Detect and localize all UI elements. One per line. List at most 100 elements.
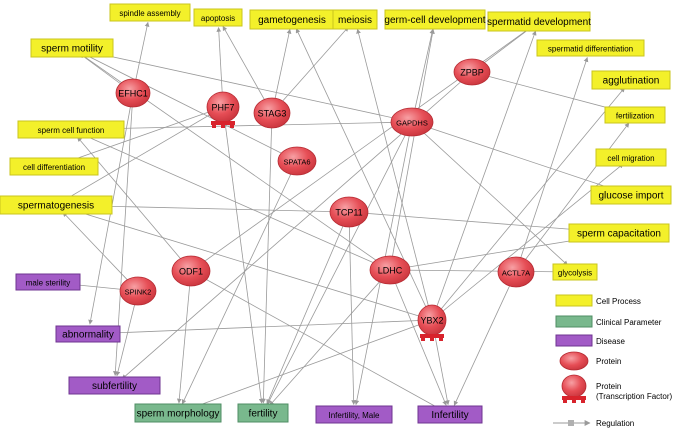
legend-label: Cell Process <box>596 297 641 306</box>
node-spata6[interactable]: SPATA6 <box>277 146 317 176</box>
node-agglutination[interactable]: agglutination <box>591 70 671 90</box>
node-label: SPATA6 <box>283 158 310 167</box>
node-ybx2[interactable]: YBX2 <box>417 304 447 341</box>
node-abnormality[interactable]: abnormality <box>55 325 121 343</box>
regulation-edge <box>389 28 435 271</box>
node-label: Infertility <box>431 410 468 421</box>
node-box <box>315 405 393 424</box>
node-label: male sterility <box>26 279 70 288</box>
node-actl7a[interactable]: ACTL7A <box>497 256 535 288</box>
regulation-edge <box>348 211 357 405</box>
regulation-edge <box>79 133 391 271</box>
regulation-edge <box>431 87 625 321</box>
node-tcp11[interactable]: TCP11 <box>329 196 369 228</box>
protein-shape <box>253 97 291 129</box>
tf-foot <box>212 124 216 128</box>
regulation-edge <box>266 211 350 405</box>
node-box <box>568 223 670 243</box>
legend-label: Disease <box>596 337 625 346</box>
node-fertilization[interactable]: fertilization <box>604 106 666 124</box>
node-sperm-cell-fn[interactable]: sperm cell function <box>17 120 125 139</box>
protein-shape <box>171 255 211 287</box>
node-box <box>591 70 671 90</box>
node-box <box>68 376 161 395</box>
node-label: sperm morphology <box>137 409 220 420</box>
regulation-edge <box>431 30 537 321</box>
regulation-edge <box>80 121 413 132</box>
node-spindle[interactable]: spindle assembly <box>109 3 191 22</box>
node-spink2[interactable]: SPINK2 <box>119 276 157 306</box>
node-box <box>487 11 591 32</box>
node-box <box>552 263 598 281</box>
node-meiosis[interactable]: meiosis <box>332 9 378 30</box>
tf-foot <box>572 399 576 403</box>
node-capacitation[interactable]: sperm capacitation <box>568 223 670 243</box>
node-zpbp[interactable]: ZPBP <box>453 58 491 86</box>
node-glycolysis[interactable]: glycolysis <box>552 263 598 281</box>
node-cell-diff[interactable]: cell differentiation <box>9 157 99 176</box>
node-phf7[interactable]: PHF7 <box>206 91 240 128</box>
node-germcell[interactable]: germ-cell development <box>384 9 486 30</box>
node-box <box>30 38 114 58</box>
node-apoptosis[interactable]: apoptosis <box>193 8 243 27</box>
node-label: fertilization <box>616 112 654 121</box>
node-box <box>134 403 222 423</box>
legend-swatch <box>555 294 593 307</box>
protein-shape <box>453 58 491 86</box>
regulation-edge <box>190 270 442 411</box>
tf-base <box>562 396 586 400</box>
node-stag3[interactable]: STAG3 <box>253 97 291 129</box>
tf-foot <box>430 337 434 341</box>
node-ldhc[interactable]: LDHC <box>369 255 411 285</box>
node-motility[interactable]: sperm motility <box>30 38 114 58</box>
node-subfertility[interactable]: subfertility <box>68 376 161 395</box>
node-label: SPINK2 <box>125 288 152 297</box>
legend-label: Regulation <box>596 419 634 428</box>
node-label: STAG3 <box>258 109 287 119</box>
node-gapdhs[interactable]: GAPDHS <box>390 107 434 137</box>
node-spermatid[interactable]: spermatid development <box>487 11 591 32</box>
node-gametogenesis[interactable]: gametogenesis <box>249 9 335 30</box>
tf-foot <box>421 337 425 341</box>
node-morphology[interactable]: sperm morphology <box>134 403 222 423</box>
regulation-edge <box>81 48 413 123</box>
regulation-edge <box>269 269 391 406</box>
node-male-sterility[interactable]: male sterility <box>15 273 81 291</box>
protein-shape <box>561 374 587 398</box>
legend-swatch <box>555 334 593 347</box>
node-fertility[interactable]: fertility <box>237 403 289 423</box>
regulation-edge <box>62 106 224 165</box>
node-label: GAPDHS <box>396 119 428 128</box>
protein-shape <box>119 276 157 306</box>
node-box <box>0 195 113 215</box>
node-box <box>417 405 483 424</box>
node-spermatogenesis[interactable]: spermatogenesis <box>0 195 113 215</box>
node-label: TCP11 <box>335 208 362 218</box>
protein-shape <box>390 107 434 137</box>
node-label: glucose import <box>598 191 663 202</box>
node-glucose[interactable]: glucose import <box>590 185 672 205</box>
legend-arrow-marker <box>568 420 574 426</box>
regulation-edge <box>222 25 273 114</box>
regulation-edge <box>267 121 413 405</box>
node-box <box>384 9 486 30</box>
regulation-edge <box>64 106 224 201</box>
node-efhc1[interactable]: EFHC1 <box>115 78 151 108</box>
node-odf1[interactable]: ODF1 <box>171 255 211 287</box>
protein-shape <box>559 351 589 371</box>
node-label: ZPBP <box>460 68 484 78</box>
node-label: apoptosis <box>201 14 235 23</box>
node-box <box>109 3 191 22</box>
node-label: germ-cell development <box>384 15 485 26</box>
node-label: abnormality <box>62 330 114 341</box>
node-cell-migration[interactable]: cell migration <box>595 148 667 167</box>
node-spermatid-diff[interactable]: spermatid differentiation <box>536 39 645 57</box>
node-box <box>17 120 125 139</box>
node-infertility[interactable]: Infertility <box>417 405 483 424</box>
regulation-edge <box>271 26 349 114</box>
node-inf-male[interactable]: Infertility, Male <box>315 405 393 424</box>
node-label: meiosis <box>338 15 372 26</box>
node-label: agglutination <box>603 76 660 87</box>
